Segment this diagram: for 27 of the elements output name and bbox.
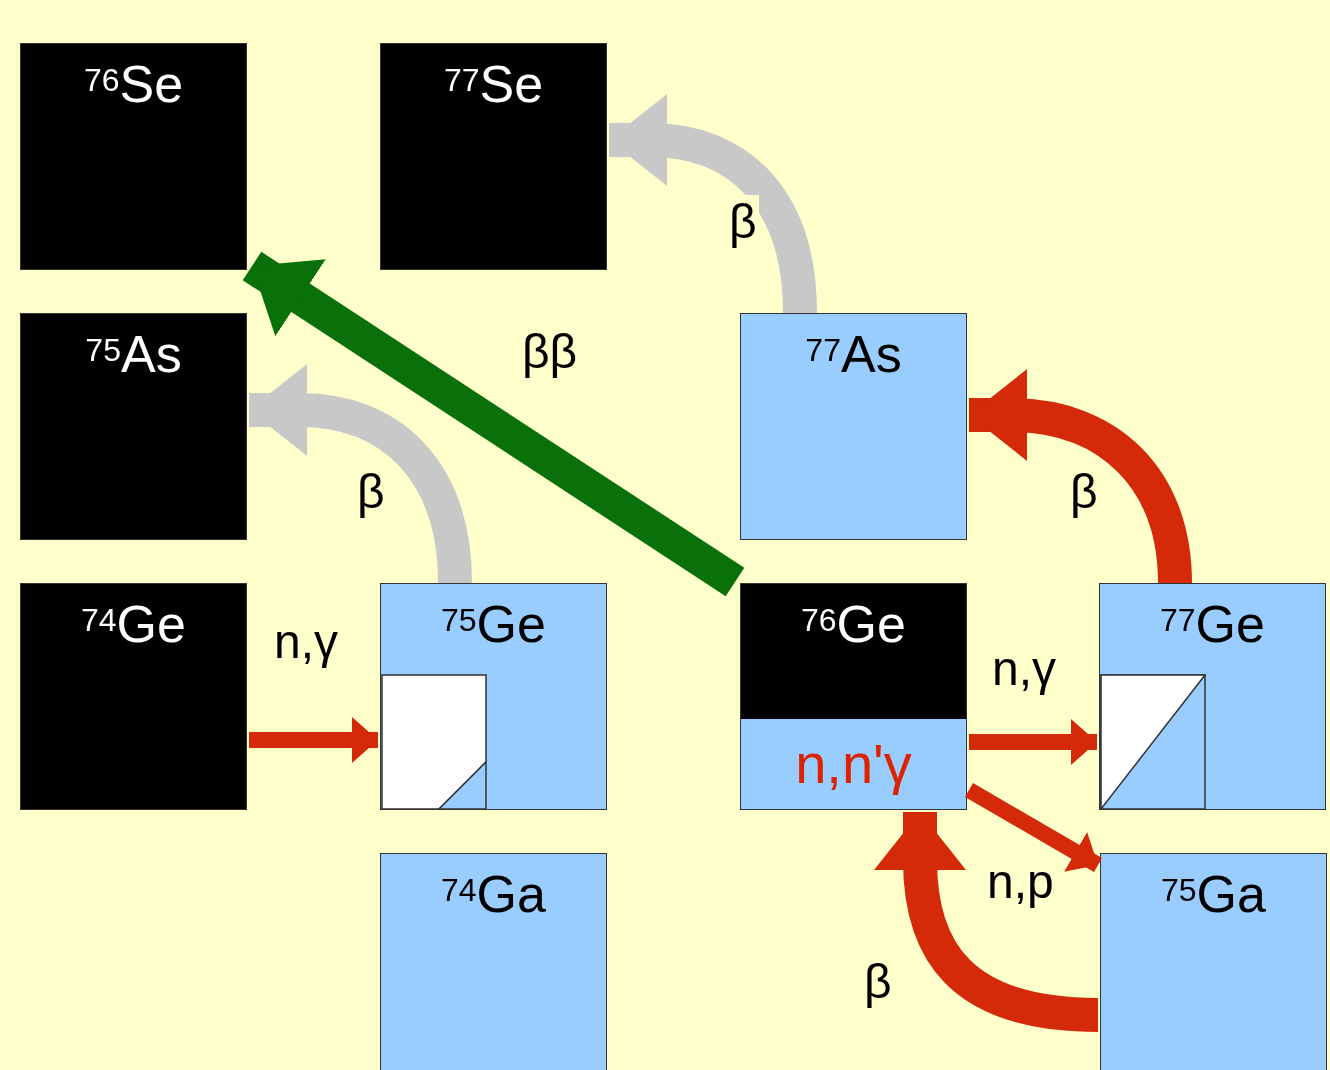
arrow [249,717,378,763]
nuclide-symbol: $^{75}$As [84,324,183,384]
nuclide-square [380,853,607,1070]
nuclide-symbol: $^{75}$Ga [1160,864,1267,924]
nuclide-square [740,313,967,540]
arrow [969,719,1097,765]
nuclide-symbol: $^{74}$Ge [80,594,187,654]
block-arrow [874,812,1099,1032]
block-arrow [242,251,745,597]
nuclide-symbol: $^{77}$As [804,324,903,384]
block-arrow [609,94,817,314]
stable-nuclide-square [20,583,247,810]
nuclide-square [380,583,607,810]
nuclide-symbol: $^{77}$Ge [1159,594,1266,654]
nuclide-square [1099,583,1326,810]
nuclide-square [1100,853,1327,1070]
reaction-label: n,n'γ [794,734,913,794]
nuclide-symbol: $^{77}$Se [442,54,545,114]
arrow [964,783,1103,872]
nuclide-symbol: $^{74}$Ga [440,864,547,924]
nuclide-symbol: $^{75}$Ge [440,594,547,654]
nuclide-symbol: $^{76}$Se [82,54,185,114]
stable-nuclide-square [380,43,607,270]
nuclide-symbol: $^{76}$Ge [800,594,907,654]
stable-nuclide-square [20,313,247,540]
nuclide-square [740,583,967,810]
stable-nuclide-square [20,43,247,270]
